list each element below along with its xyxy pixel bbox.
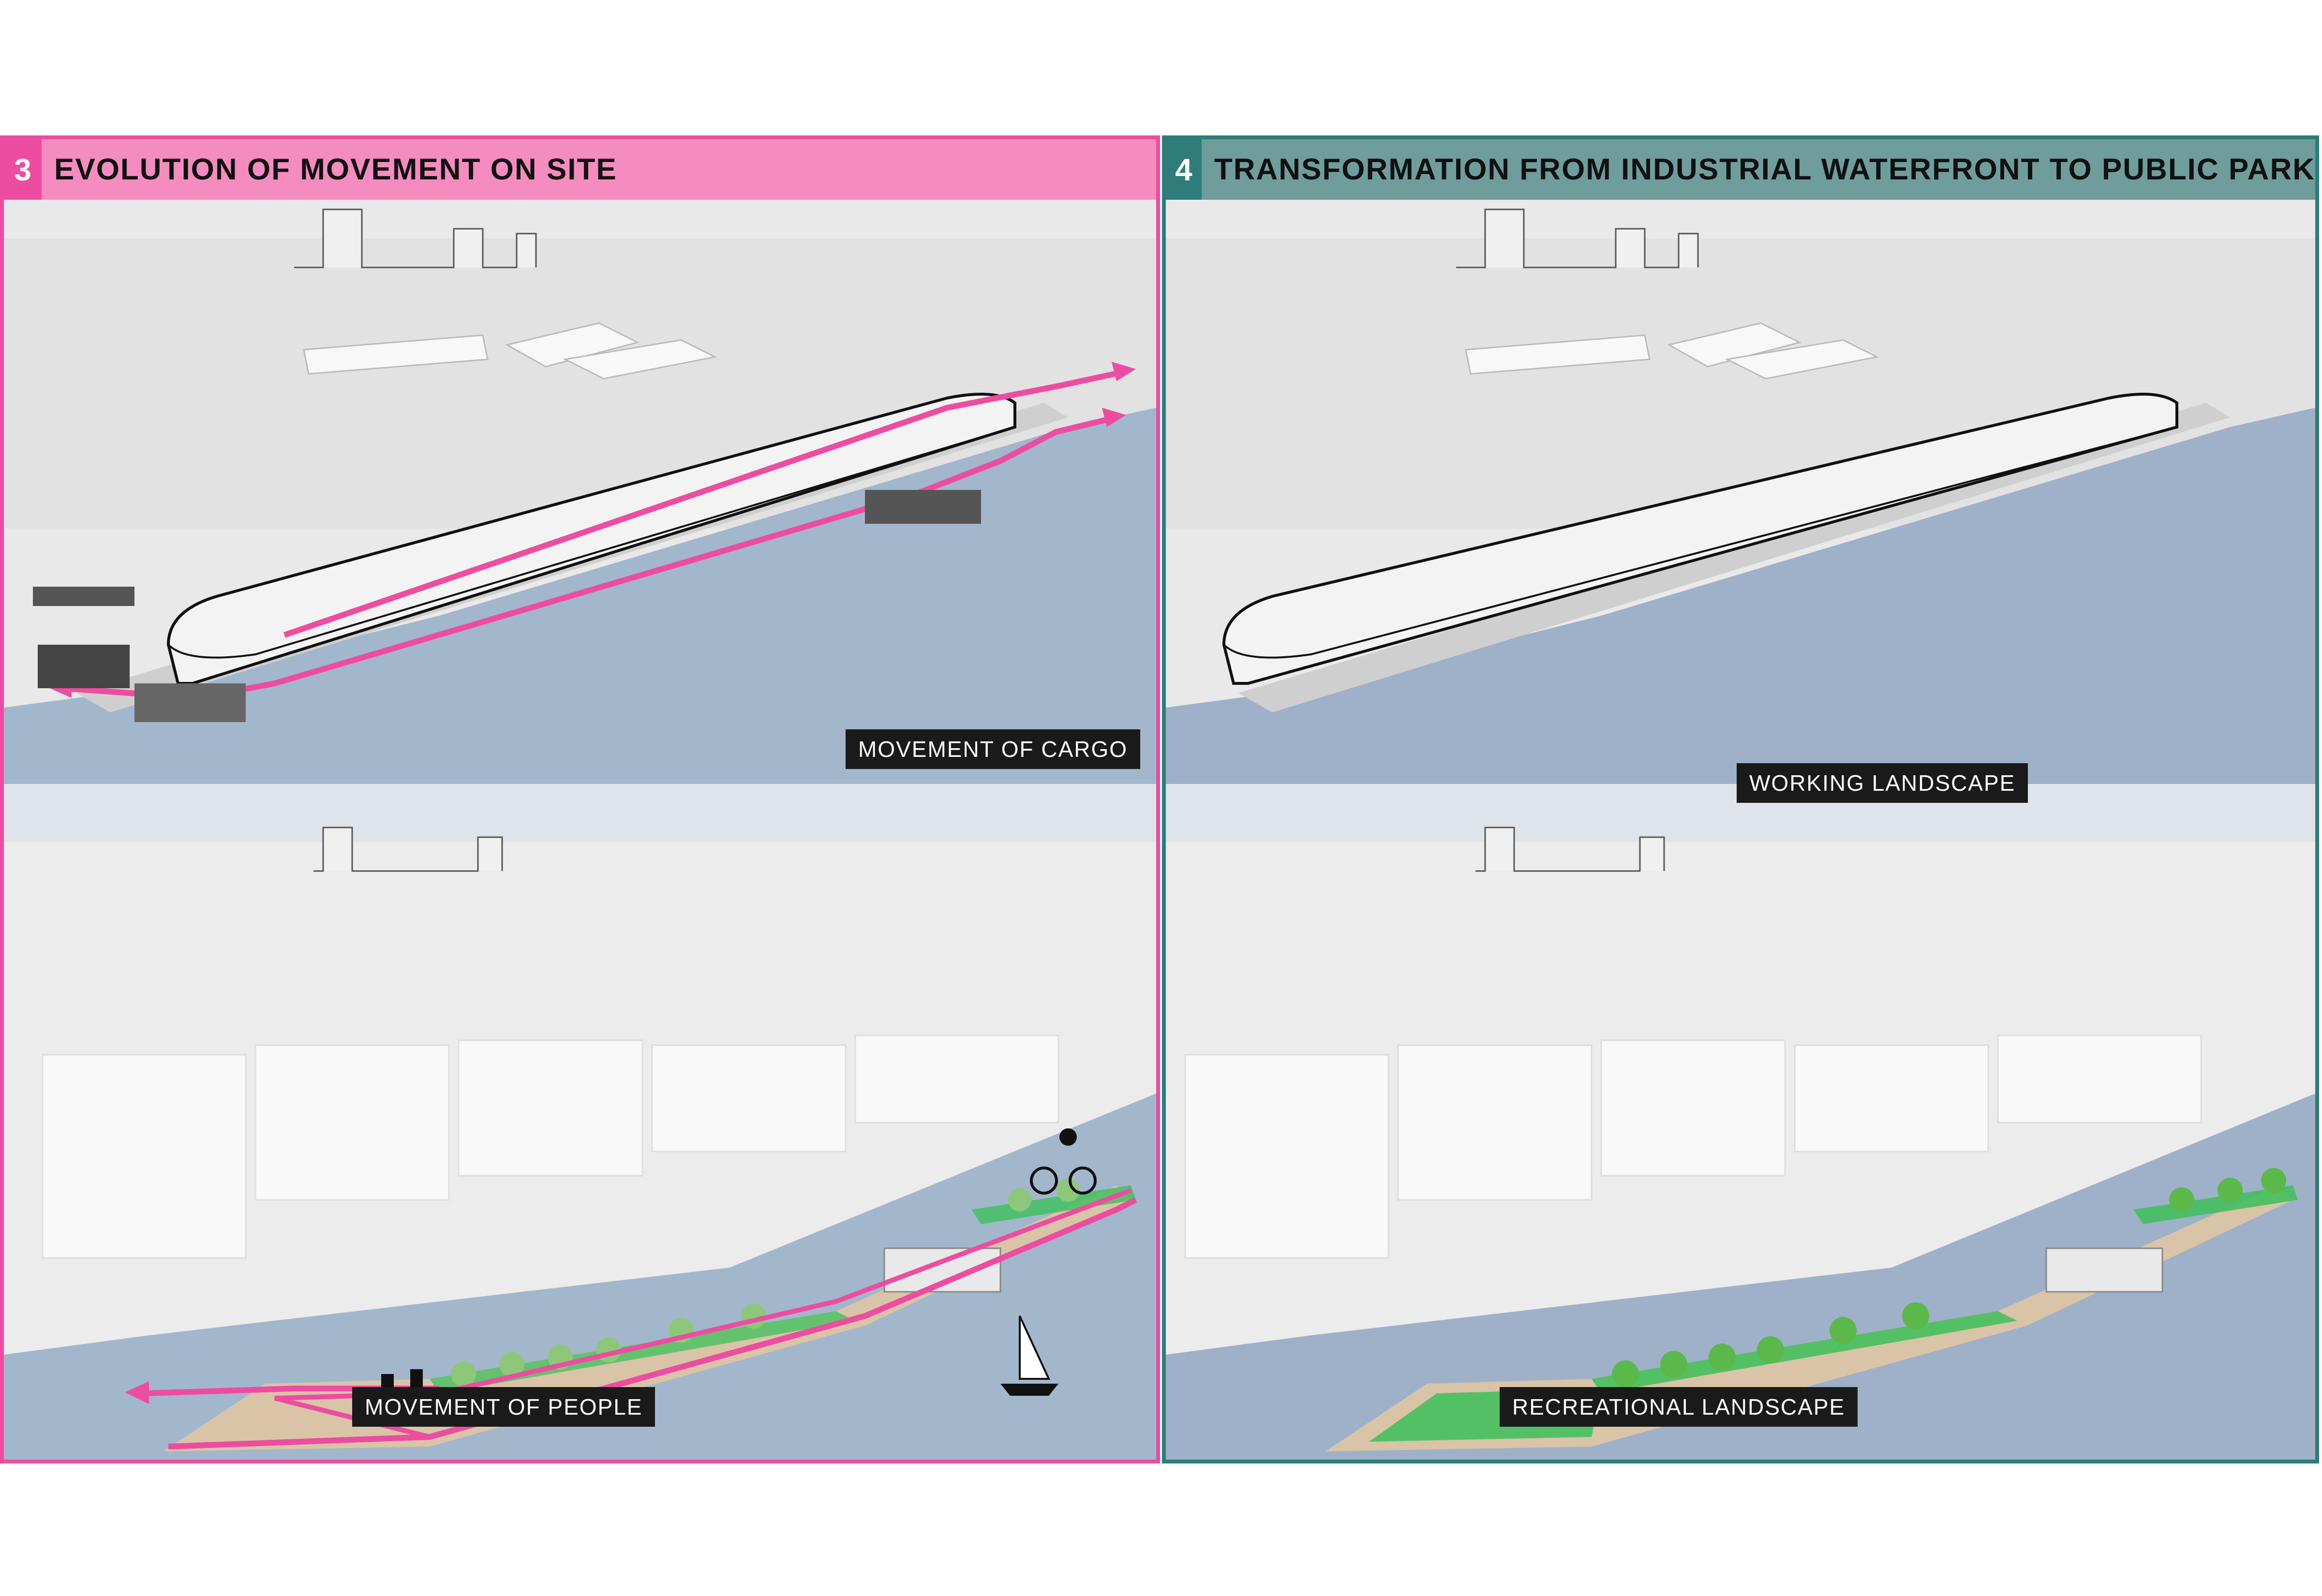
callout-working-landscape: WORKING LANDSCAPE [1737,763,2028,803]
panel-header: 4 TRANSFORMATION FROM INDUSTRIAL WATERFR… [1166,139,2315,200]
panel-number: 3 [4,139,42,200]
recreational-landscape-scene [1166,784,2315,1460]
panel-evolution-of-movement: 3 EVOLUTION OF MOVEMENT ON SITE [0,135,1160,1463]
public-park-scene [4,784,1156,1460]
working-landscape-illustration [1166,200,2315,784]
panel-number: 4 [1166,139,1202,200]
callout-movement-of-cargo: MOVEMENT OF CARGO [846,729,1141,769]
industrial-pier-scene [4,200,1156,784]
callout-movement-of-people: MOVEMENT OF PEOPLE [352,1387,655,1427]
panel-title: EVOLUTION OF MOVEMENT ON SITE [54,153,617,186]
industrial-pier-illustration [4,200,1156,784]
public-park-illustration [4,784,1156,1460]
panel-header: 3 EVOLUTION OF MOVEMENT ON SITE [4,139,1156,200]
working-landscape-scene [1166,200,2315,784]
panel-title: TRANSFORMATION FROM INDUSTRIAL WATERFRON… [1214,153,2315,186]
recreational-landscape-illustration [1166,784,2315,1460]
callout-recreational-landscape: RECREATIONAL LANDSCAPE [1500,1387,1858,1427]
panel-transformation-to-public-park: 4 TRANSFORMATION FROM INDUSTRIAL WATERFR… [1162,135,2319,1463]
